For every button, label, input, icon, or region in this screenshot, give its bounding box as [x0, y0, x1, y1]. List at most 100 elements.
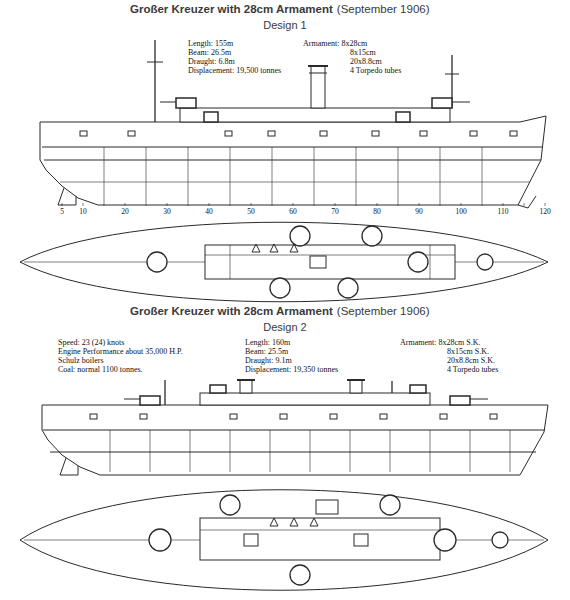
hull-line — [176, 98, 196, 108]
hull-line — [524, 203, 525, 206]
hull-line — [190, 430, 191, 472]
hull-line — [237, 379, 255, 381]
hull-line — [200, 393, 430, 405]
hull-line — [338, 278, 358, 298]
frame-number: 120 — [538, 208, 551, 216]
hull-line — [44, 160, 541, 161]
spec-text: Beam: 25.5m — [245, 348, 288, 357]
hull-line — [377, 203, 378, 206]
hull-line — [510, 131, 517, 136]
hull-line — [470, 131, 477, 136]
frame-number: 70 — [330, 208, 340, 216]
hull-line — [140, 414, 147, 419]
hull-line — [268, 131, 275, 136]
hull-line — [20, 490, 548, 591]
hull-line — [200, 518, 440, 560]
hull-line — [80, 131, 517, 136]
spec-text: 20x8.8cm S.K. — [447, 357, 495, 366]
hull-line — [350, 430, 351, 472]
hull-line — [408, 252, 428, 272]
hull-line — [42, 405, 548, 475]
hull-line — [42, 147, 542, 148]
hull-line — [420, 131, 427, 136]
ship-plan — [20, 490, 548, 591]
hull-line — [356, 203, 357, 206]
hull-line — [482, 203, 483, 206]
hull-line — [310, 256, 326, 268]
hull-line — [316, 500, 338, 514]
hull-line — [104, 203, 105, 206]
hull-line — [204, 112, 218, 122]
hull-line — [432, 98, 452, 108]
heading: Großer Kreuzer with 28cm Armament — [130, 3, 333, 16]
hull-line — [60, 458, 78, 475]
spec-text: Draught: 9.1m — [245, 357, 292, 366]
hull-line — [210, 385, 226, 393]
hull-line — [470, 399, 488, 400]
hull-line — [354, 534, 368, 546]
hull-line — [335, 203, 336, 206]
hull-line — [311, 66, 325, 108]
hull-line — [167, 203, 168, 206]
hull-line — [280, 414, 287, 419]
hull-line — [230, 414, 237, 419]
hull-line — [470, 430, 471, 472]
hull-line — [110, 430, 111, 472]
hull-line — [452, 102, 470, 103]
design-number: Design 2 — [263, 321, 306, 333]
hull-line — [510, 430, 511, 472]
hull-line — [230, 245, 231, 279]
ship-plan — [20, 222, 548, 302]
hull-line — [461, 203, 462, 206]
hull-line — [419, 203, 420, 206]
hull-line — [154, 40, 155, 122]
hull-line — [124, 399, 140, 400]
spec-text: 20x8.8cm — [350, 58, 382, 67]
spec-text: 8x15cm S.K. — [447, 348, 489, 357]
hull-line — [310, 430, 311, 472]
hull-line — [503, 203, 504, 206]
hull-line — [230, 203, 231, 206]
hull-line — [314, 147, 315, 203]
frame-number: 10 — [78, 208, 88, 216]
hull-line — [272, 147, 273, 203]
hull-line — [272, 203, 273, 206]
hull-line — [440, 147, 441, 203]
hull-line — [60, 182, 530, 183]
hull-line — [110, 430, 510, 472]
hull-line — [290, 565, 310, 585]
heading: Großer Kreuzer with 28cm Armament — [130, 305, 333, 318]
hull-line — [149, 529, 171, 551]
spec-text: Displacement: 19,350 tonnes — [245, 366, 338, 375]
hull-line — [290, 226, 310, 246]
hull-line — [146, 203, 147, 206]
heading-date: (September 1906) — [337, 305, 430, 318]
spec-text: Armament: 8x28cm S.K. — [400, 339, 480, 348]
frame-number: 80 — [372, 208, 382, 216]
spec-text: Beam: 26.5m — [188, 49, 231, 58]
hull-line — [545, 203, 546, 206]
spec-text: Length: 155m — [188, 40, 233, 49]
ship-profile — [42, 380, 548, 475]
hull-line — [477, 254, 493, 270]
hull-line — [330, 414, 337, 419]
hull-line — [350, 380, 362, 393]
frame-number: 50 — [246, 208, 256, 216]
design-number: Design 1 — [263, 19, 306, 31]
frame-number: 30 — [162, 208, 172, 216]
frame-number: 20 — [120, 208, 130, 216]
hull-line — [147, 252, 167, 272]
hull-line — [200, 530, 440, 531]
hull-line — [440, 414, 447, 419]
hull-line — [209, 203, 210, 206]
hull-line — [440, 203, 441, 206]
hull-line — [320, 131, 327, 136]
hull-line — [482, 147, 483, 203]
hull-line — [314, 203, 315, 206]
frame-number: 110 — [497, 208, 510, 216]
hull-line — [90, 414, 97, 419]
hull-line — [251, 203, 252, 206]
hull-line — [391, 381, 392, 393]
spec-text: Speed: 23 (24) knots — [58, 339, 124, 348]
